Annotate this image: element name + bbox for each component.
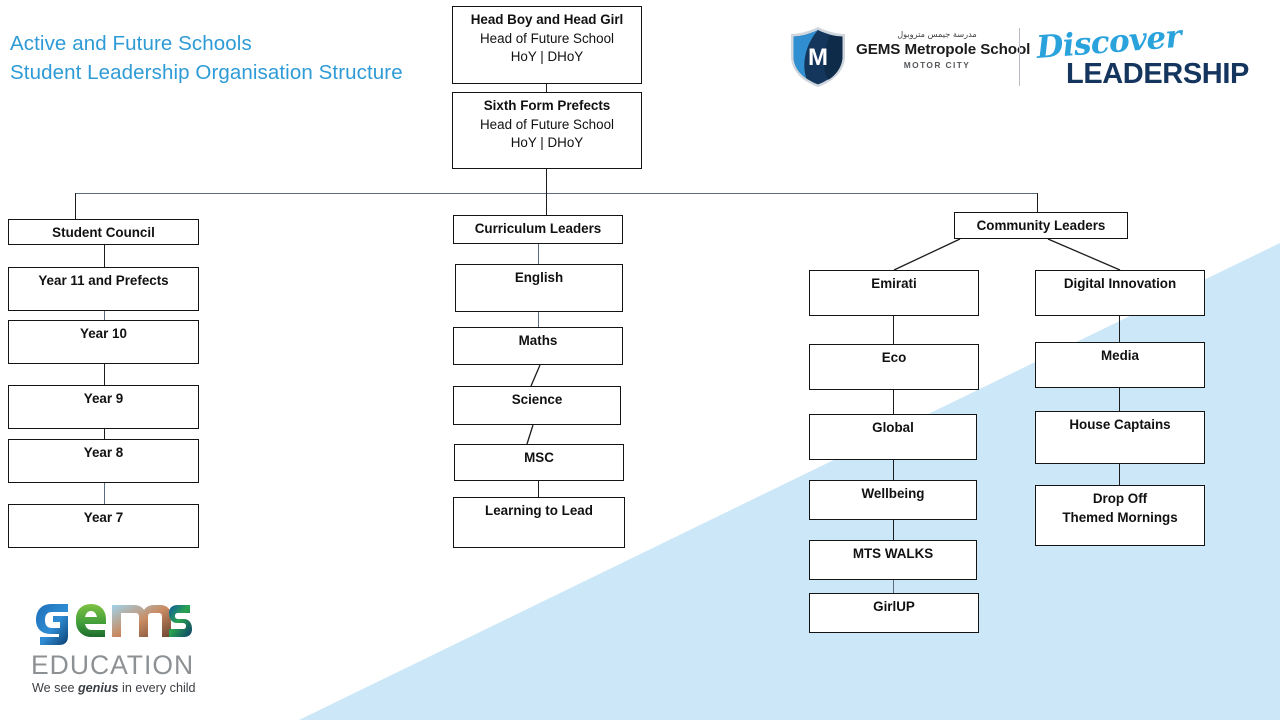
node-community-leaders[interactable]: Community Leaders bbox=[954, 212, 1128, 239]
node-curriculum-leaders[interactable]: Curriculum Leaders bbox=[453, 215, 623, 244]
node-label: Curriculum Leaders bbox=[474, 221, 602, 236]
node-label: Student Council bbox=[52, 225, 155, 240]
gems-tagline: We see genius in every child bbox=[32, 681, 196, 695]
connector-head-to-sixth bbox=[546, 84, 548, 92]
connector-year11-to-year10 bbox=[104, 311, 106, 320]
node-maths[interactable]: Maths bbox=[453, 327, 623, 365]
connector-science-to-msc bbox=[526, 424, 534, 445]
connector-sixth-to-bus bbox=[546, 169, 548, 194]
connector-digital-innovation-to-media bbox=[1119, 316, 1121, 342]
node-learning-to-lead[interactable]: Learning to Lead bbox=[453, 497, 625, 548]
node-line-2: Head of Future School bbox=[480, 116, 614, 132]
school-name: GEMS Metropole School bbox=[856, 41, 1031, 58]
connector-eco-to-global bbox=[893, 390, 895, 414]
connector-horizontal-bus bbox=[75, 193, 1038, 195]
tagline-before: We see bbox=[32, 681, 78, 695]
school-name-arabic: مدرسة جيمس متروبول bbox=[897, 29, 977, 39]
node-label: English bbox=[514, 270, 564, 285]
connector-msc-to-learning-to-lead bbox=[538, 481, 540, 497]
node-line-2: Head of Future School bbox=[480, 30, 614, 46]
node-label: MSC bbox=[524, 450, 554, 465]
node-student-council[interactable]: Student Council bbox=[8, 219, 199, 245]
node-media[interactable]: Media bbox=[1035, 342, 1205, 388]
gems-education-label: EDUCATION bbox=[31, 650, 195, 680]
node-msc[interactable]: MSC bbox=[454, 444, 624, 481]
node-label: Wellbeing bbox=[861, 486, 925, 501]
node-house-captains[interactable]: House Captains bbox=[1035, 411, 1205, 464]
node-girlup[interactable]: GirlUP bbox=[809, 593, 979, 633]
svg-text:M: M bbox=[808, 44, 828, 71]
node-label: Year 11 and Prefects bbox=[38, 273, 169, 288]
shield-icon: M bbox=[791, 27, 845, 87]
node-mts-walks[interactable]: MTS WALKS bbox=[809, 540, 977, 580]
node-label: Year 7 bbox=[83, 510, 124, 525]
tagline-after: in every child bbox=[118, 681, 196, 695]
connector-bus-to-curriculum-leaders bbox=[546, 193, 548, 215]
gems-education-logo: EDUCATION We see genius in every child bbox=[30, 592, 230, 695]
school-logo-text: مدرسة جيمس متروبول GEMS Metropole School… bbox=[856, 29, 1031, 72]
connector-year10-to-year9 bbox=[104, 364, 106, 385]
node-line-3: HoY | DHoY bbox=[510, 49, 584, 64]
node-science[interactable]: Science bbox=[453, 386, 621, 425]
node-eco[interactable]: Eco bbox=[809, 344, 979, 390]
connector-student-council-to-year11 bbox=[104, 245, 106, 267]
node-year-7[interactable]: Year 7 bbox=[8, 504, 199, 548]
node-year-11-and-prefects[interactable]: Year 11 and Prefects bbox=[8, 267, 199, 311]
connector-bus-to-student-council bbox=[75, 193, 77, 219]
connector-maths-to-science bbox=[530, 364, 541, 387]
connector-media-to-house-captains bbox=[1119, 388, 1121, 411]
node-label: Community Leaders bbox=[976, 218, 1106, 233]
page-title-line-2: Student Leadership Organisation Structur… bbox=[10, 61, 403, 84]
node-sixth-form-prefects[interactable]: Sixth Form Prefects Head of Future Schoo… bbox=[452, 92, 642, 169]
node-line-1: Head Boy and Head Girl bbox=[470, 12, 624, 27]
node-global[interactable]: Global bbox=[809, 414, 977, 460]
node-drop-off-themed-mornings[interactable]: Drop Off Themed Mornings bbox=[1035, 485, 1205, 546]
node-line-3: HoY | DHoY bbox=[510, 135, 584, 150]
node-english[interactable]: English bbox=[455, 264, 623, 312]
connector-wellbeing-to-mts-walks bbox=[893, 520, 895, 540]
connector-emirati-to-eco bbox=[893, 316, 895, 344]
node-digital-innovation[interactable]: Digital Innovation bbox=[1035, 270, 1205, 316]
node-line-2: Themed Mornings bbox=[1062, 509, 1178, 525]
node-label: Media bbox=[1101, 348, 1139, 363]
node-head-boy-and-head-girl[interactable]: Head Boy and Head Girl Head of Future Sc… bbox=[452, 6, 642, 84]
gems-wordmark-icon bbox=[36, 604, 192, 645]
node-year-10[interactable]: Year 10 bbox=[8, 320, 199, 364]
node-label: MTS WALKS bbox=[852, 546, 934, 561]
node-label: Global bbox=[872, 420, 914, 435]
connector-year8-to-year7 bbox=[104, 483, 106, 504]
node-label: House Captains bbox=[1069, 417, 1171, 432]
connector-bus-to-community-leaders bbox=[1037, 193, 1039, 212]
node-year-8[interactable]: Year 8 bbox=[8, 439, 199, 483]
connector-global-to-wellbeing bbox=[893, 460, 895, 480]
node-emirati[interactable]: Emirati bbox=[809, 270, 979, 316]
page-title-line-1: Active and Future Schools bbox=[10, 32, 252, 55]
node-label: Learning to Lead bbox=[485, 503, 593, 518]
school-campus: MOTOR CITY bbox=[903, 60, 971, 70]
logo-divider bbox=[1019, 28, 1021, 86]
node-label: Year 10 bbox=[80, 326, 127, 341]
node-label: Science bbox=[511, 392, 563, 407]
connector-community-to-subcolumns bbox=[893, 238, 1121, 271]
node-label: Year 8 bbox=[83, 445, 124, 460]
node-label: Maths bbox=[518, 333, 558, 348]
leadership-wordmark: LEADERSHIP bbox=[1066, 58, 1249, 90]
node-wellbeing[interactable]: Wellbeing bbox=[809, 480, 977, 520]
connector-curriculum-to-english bbox=[538, 244, 540, 264]
node-year-9[interactable]: Year 9 bbox=[8, 385, 199, 429]
connector-year9-to-year8 bbox=[104, 429, 106, 439]
node-label: Digital Innovation bbox=[1063, 276, 1177, 291]
node-label: GirlUP bbox=[873, 599, 915, 614]
node-line-1: Sixth Form Prefects bbox=[483, 98, 611, 113]
tagline-emphasis: genius bbox=[77, 681, 119, 695]
node-label: Eco bbox=[881, 350, 907, 365]
gems-metropole-school-logo: M مدرسة جيمس متروبول GEMS Metropole Scho… bbox=[788, 26, 1031, 88]
node-label: Emirati bbox=[871, 276, 917, 291]
connector-house-captains-to-drop-off bbox=[1119, 464, 1121, 485]
node-line-1: Drop Off bbox=[1092, 491, 1148, 506]
node-label: Year 9 bbox=[83, 391, 124, 406]
discover-leadership-logo: Discover LEADERSHIP bbox=[1032, 19, 1276, 90]
connector-english-to-maths bbox=[538, 312, 540, 327]
page-title: Active and Future Schools Student Leader… bbox=[10, 29, 403, 87]
